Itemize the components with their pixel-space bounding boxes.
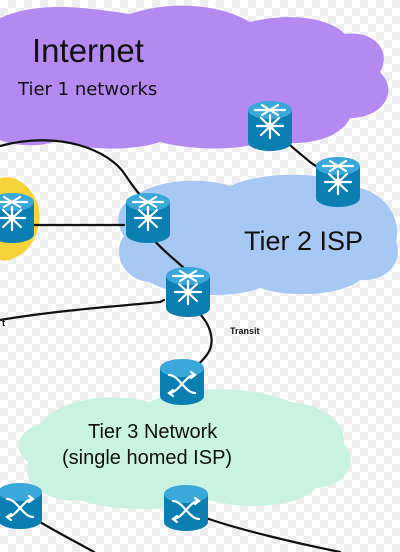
network-links [0,123,342,552]
transit-label-left: t [2,318,5,328]
tier2-title: Tier 2 ISP [244,226,363,256]
transit-label: Transit [230,326,260,336]
link-bottom-left [38,520,96,552]
link-t1-left [0,139,149,204]
internet-subtitle: Tier 1 networks [17,79,157,100]
router-cross-icon [158,357,206,407]
router-hub-icon [314,155,362,209]
router-cross-icon [0,481,44,531]
tier3-subtitle: (single homed ISP) [62,447,232,469]
router-hub-icon [0,191,36,245]
tier3-cloud [18,389,351,509]
internet-cloud [0,5,389,149]
router-hub-icon [124,191,172,245]
router-cross-icon [162,483,210,533]
link-transit-left [0,298,166,322]
router-hub-icon [246,99,294,153]
tier3-title: Tier 3 Network [88,421,218,443]
router-hub-icon [164,265,212,319]
link-bottom-right [204,516,342,552]
internet-title: Internet [32,32,144,69]
